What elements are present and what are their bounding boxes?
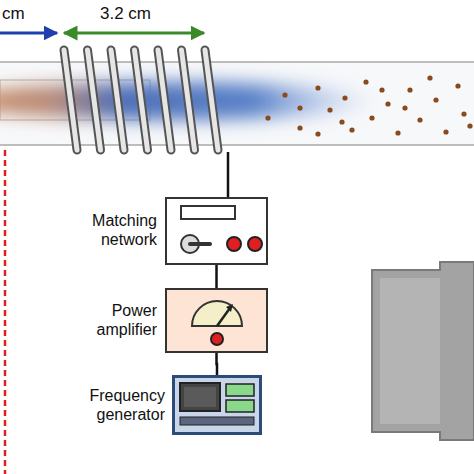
particle — [427, 75, 432, 80]
distance-arrow — [0, 32, 57, 35]
coil-highlight — [158, 50, 171, 150]
coil-winding — [64, 50, 77, 150]
dimension-label: 3.2 cm — [100, 4, 151, 24]
reference-line — [4, 150, 7, 474]
particle — [315, 131, 320, 136]
particle — [395, 130, 400, 135]
coil-highlight — [88, 50, 101, 150]
particle — [433, 97, 438, 102]
control-strip — [180, 417, 254, 425]
cable — [215, 353, 218, 375]
particle — [363, 79, 368, 84]
particle — [327, 107, 332, 112]
instrument-label: Power amplifier — [57, 301, 157, 339]
particle — [339, 119, 344, 124]
particle — [369, 115, 374, 120]
particle — [461, 111, 466, 116]
coil-highlight — [205, 50, 218, 150]
particle — [385, 101, 390, 106]
instrument-label: Frequency generator — [65, 386, 165, 424]
instrument-box: Frequency generator — [172, 375, 262, 435]
particle — [402, 105, 407, 110]
coil-winding — [111, 50, 124, 150]
coil-winding — [135, 50, 148, 150]
detector-block — [372, 262, 474, 440]
gauge-needle — [217, 308, 230, 326]
coil-highlight — [64, 50, 77, 150]
button — [211, 333, 223, 345]
particles — [265, 75, 472, 136]
particle — [342, 95, 347, 100]
particle — [379, 87, 384, 92]
needle-head — [226, 304, 233, 312]
button — [248, 237, 262, 251]
instrument-box: Matching network — [165, 197, 268, 265]
particle — [265, 115, 270, 120]
distance-label: cm — [2, 4, 25, 24]
particle — [467, 123, 472, 128]
particle — [417, 117, 422, 122]
particle — [297, 105, 302, 110]
screen-inner — [184, 387, 216, 407]
particle — [297, 125, 302, 130]
coil-winding — [88, 50, 101, 150]
coil — [64, 50, 218, 150]
button — [227, 237, 241, 251]
particle — [282, 92, 287, 97]
particle — [315, 85, 320, 90]
particle — [443, 129, 448, 134]
knob-lever — [190, 242, 210, 246]
panel — [226, 400, 254, 412]
instrument-label: Matching network — [57, 211, 157, 249]
detector-face — [380, 278, 440, 424]
rf-wire — [227, 152, 230, 197]
coil-highlight — [135, 50, 148, 150]
tube-wall — [0, 144, 474, 146]
particle — [455, 83, 460, 88]
cable — [215, 265, 218, 288]
coil-highlight — [111, 50, 124, 150]
gauge — [192, 301, 242, 326]
tuning-knob — [181, 235, 199, 253]
panel — [226, 384, 254, 396]
dimension-arrow — [64, 32, 204, 35]
particle — [349, 127, 354, 132]
coil-winding — [182, 50, 195, 150]
display-slot — [181, 206, 235, 219]
particle — [407, 87, 412, 92]
coil-highlight — [182, 50, 195, 150]
screen — [180, 383, 220, 411]
instrument-box: Power amplifier — [165, 288, 268, 353]
tube-wall — [0, 61, 474, 63]
coil-winding — [205, 50, 218, 150]
coil-winding — [158, 50, 171, 150]
